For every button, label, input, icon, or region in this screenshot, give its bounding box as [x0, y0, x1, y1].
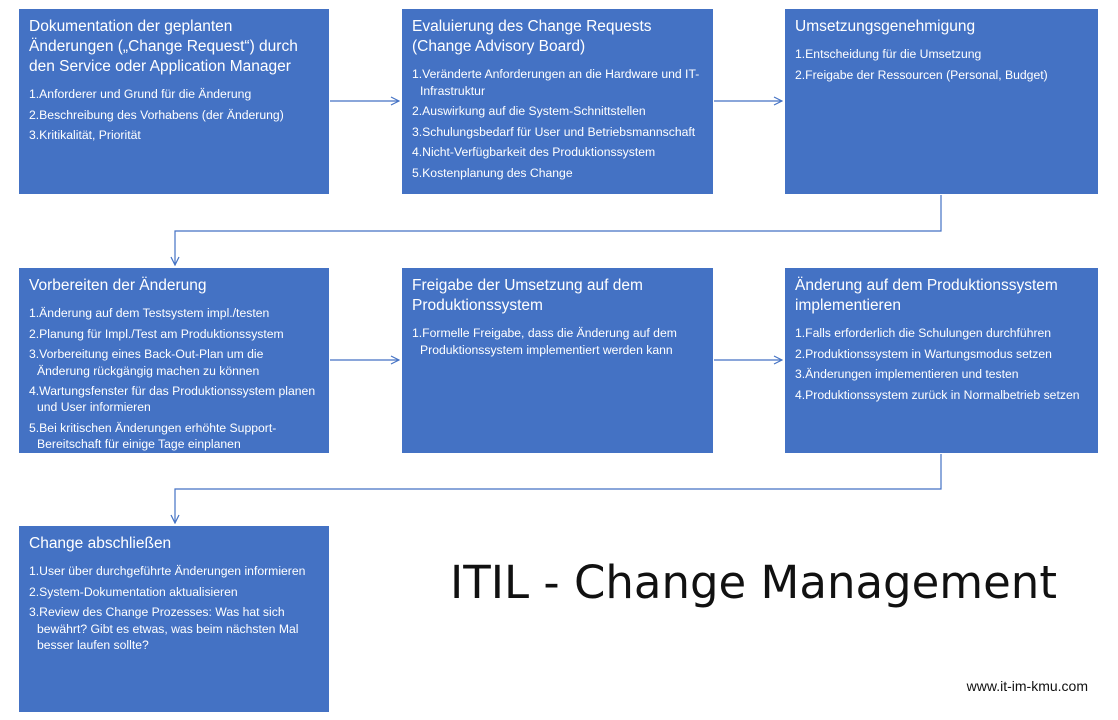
- step-box-approval: Umsetzungsgenehmigung 1.Entscheidung für…: [785, 9, 1098, 194]
- step-item: 2.Planung für Impl./Test am Produktionss…: [29, 326, 284, 341]
- diagram-title: ITIL - Change Management: [450, 556, 1057, 609]
- website-url: www.it-im-kmu.com: [966, 678, 1088, 694]
- step-item: 3.Änderungen implementieren und testen: [795, 367, 1019, 382]
- step-item: 2.Produktionssystem in Wartungsmodus set…: [795, 346, 1052, 361]
- step-items: 1.Formelle Freigabe, dass die Änderung a…: [412, 325, 703, 358]
- step-box-closure: Change abschließen 1.User über durchgefü…: [19, 526, 329, 712]
- step-item: 3.Kritikalität, Priorität: [29, 128, 141, 143]
- step-item: 2.Freigabe der Ressourcen (Personal, Bud…: [795, 67, 1048, 82]
- step-item: 3.Review des Change Prozesses: Was hat s…: [29, 605, 299, 653]
- step-item: 1.Formelle Freigabe, dass die Änderung a…: [412, 326, 677, 357]
- step-box-implementation: Änderung auf dem Produktionssystem imple…: [785, 268, 1098, 453]
- step-item: 2.System-Dokumentation aktualisieren: [29, 584, 238, 599]
- step-item: 2.Beschreibung des Vorhabens (der Änderu…: [29, 107, 284, 122]
- step-box-evaluation: Evaluierung des Change Requests (Change …: [402, 9, 713, 194]
- arrow-b6-to-b7: [175, 454, 942, 523]
- step-item: 1.Änderung auf dem Testsystem impl./test…: [29, 306, 270, 321]
- step-box-release: Freigabe der Umsetzung auf dem Produktio…: [402, 268, 713, 453]
- step-title: Umsetzungsgenehmigung: [795, 18, 976, 35]
- step-item: 4.Wartungsfenster für das Produktionssys…: [29, 384, 316, 415]
- step-items: 1.Veränderte Anforderungen an die Hardwa…: [412, 66, 703, 181]
- step-item: 1.Anforderer und Grund für die Änderung: [29, 87, 252, 102]
- step-item: 4.Nicht-Verfügbarkeit des Produktionssys…: [412, 145, 656, 160]
- step-item: 3.Vorbereitung eines Back-Out-Plan um di…: [29, 347, 264, 378]
- step-item: 1.Veränderte Anforderungen an die Hardwa…: [412, 67, 700, 98]
- step-title: Change abschließen: [29, 535, 172, 552]
- step-item: 1.User über durchgeführte Änderungen inf…: [29, 564, 306, 579]
- step-title: Dokumentation der geplanten Änderungen (…: [29, 18, 298, 76]
- step-items: 1.Anforderer und Grund für die Änderung …: [29, 86, 319, 143]
- step-box-change-request: Dokumentation der geplanten Änderungen (…: [19, 9, 329, 194]
- step-items: 1.User über durchgeführte Änderungen inf…: [29, 563, 319, 653]
- step-title: Änderung auf dem Produktionssystem imple…: [795, 277, 1058, 315]
- step-item: 1.Falls erforderlich die Schulungen durc…: [795, 326, 1052, 341]
- step-title: Freigabe der Umsetzung auf dem Produktio…: [412, 277, 643, 315]
- step-item: 2.Auswirkung auf die System-Schnittstell…: [412, 104, 646, 119]
- step-title: Vorbereiten der Änderung: [29, 277, 207, 294]
- step-title: Evaluierung des Change Requests (Change …: [412, 18, 652, 56]
- step-item: 5.Bei kritischen Änderungen erhöhte Supp…: [29, 420, 277, 452]
- step-items: 1.Falls erforderlich die Schulungen durc…: [795, 325, 1088, 403]
- step-items: 1.Änderung auf dem Testsystem impl./test…: [29, 305, 319, 453]
- step-item: 4.Produktionssystem zurück in Normalbetr…: [795, 387, 1080, 402]
- step-item: 5.Kostenplanung des Change: [412, 165, 573, 180]
- step-item: 3.Schulungsbedarf für User und Betriebsm…: [412, 124, 696, 139]
- step-items: 1.Entscheidung für die Umsetzung 2.Freig…: [795, 46, 1088, 83]
- step-item: 1.Entscheidung für die Umsetzung: [795, 47, 982, 62]
- step-box-preparation: Vorbereiten der Änderung 1.Änderung auf …: [19, 268, 329, 453]
- arrow-b3-to-b4: [175, 195, 942, 265]
